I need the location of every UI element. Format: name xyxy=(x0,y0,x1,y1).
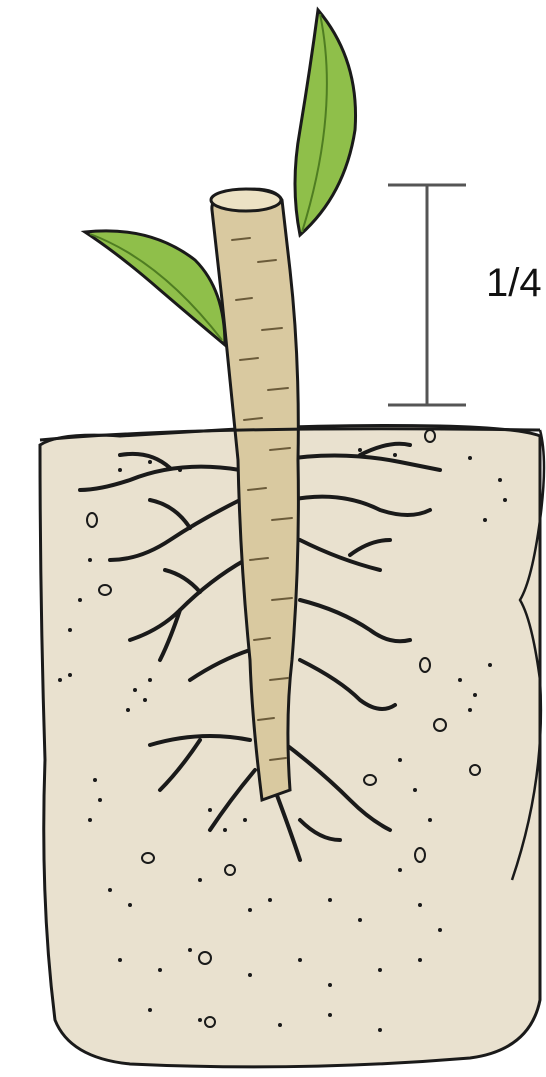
stem-cut-top xyxy=(211,189,281,211)
measurement-bracket xyxy=(388,185,466,405)
measure-label: 1/4 xyxy=(486,261,542,305)
leaf-left xyxy=(85,231,225,345)
